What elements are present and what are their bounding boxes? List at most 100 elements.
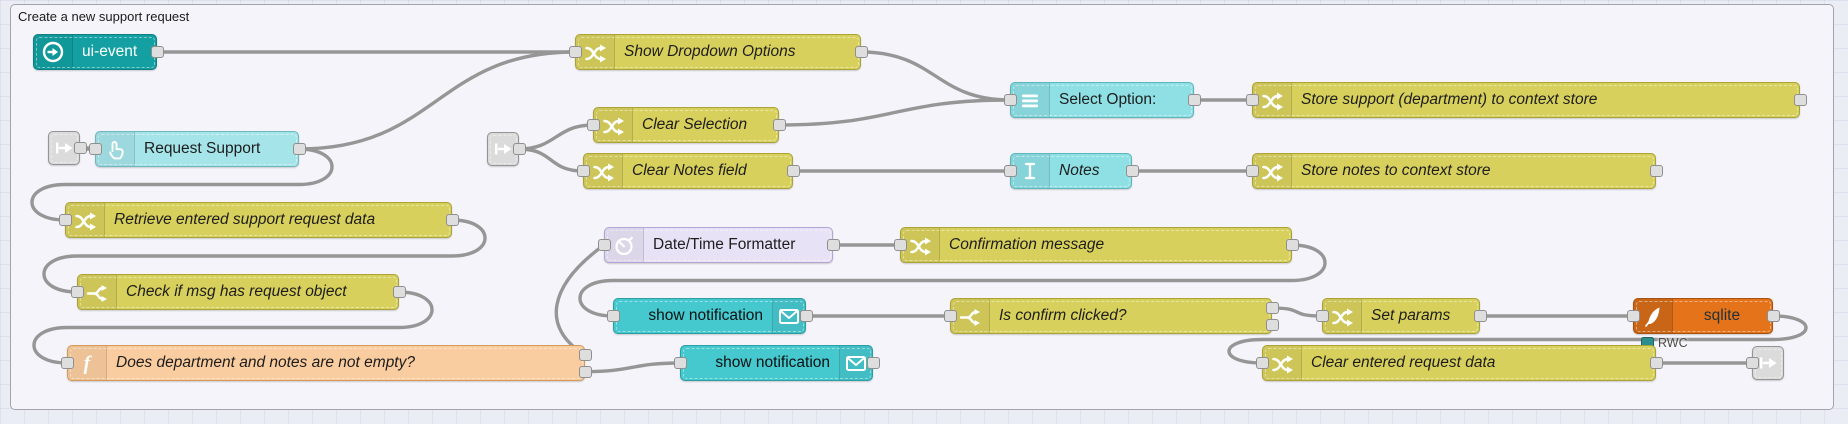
- node-label: Set params: [1371, 307, 1451, 324]
- wire-link-in-2-to-clear-notes-field[interactable]: [517, 147, 585, 173]
- node-retrieve-request-data[interactable]: Retrieve entered support request data: [65, 202, 452, 238]
- input-port-set-params[interactable]: [1315, 310, 1329, 322]
- node-is-confirm-clicked[interactable]: Is confirm clicked?: [950, 298, 1272, 334]
- wire-check-not-empty-to-show-notification-2[interactable]: [583, 361, 682, 374]
- node-label: Is confirm clicked?: [999, 307, 1127, 324]
- node-label: ui-event: [82, 43, 138, 60]
- shuffle-icon: [901, 228, 940, 262]
- node-ui-event[interactable]: ui-event: [33, 34, 157, 70]
- input-port-confirmation-message[interactable]: [893, 239, 907, 251]
- input-port-link-out-1[interactable]: [1745, 357, 1759, 369]
- shuffle-icon: [1253, 154, 1292, 188]
- output-port-is-confirm-clicked[interactable]: [1265, 318, 1279, 331]
- output-port-select-option[interactable]: [1187, 94, 1201, 106]
- input-port-store-notes[interactable]: [1245, 165, 1259, 177]
- input-port-select-option[interactable]: [1003, 94, 1017, 106]
- input-port-clear-selection[interactable]: [586, 119, 600, 131]
- output-port-clear-entered-data[interactable]: [1649, 357, 1663, 369]
- node-request-support[interactable]: Request Support: [95, 131, 299, 167]
- output-port-clear-notes-field[interactable]: [786, 165, 800, 177]
- output-port-store-notes[interactable]: [1649, 165, 1663, 177]
- node-set-params[interactable]: Set params: [1322, 298, 1480, 334]
- node-notes-field[interactable]: Notes: [1010, 153, 1132, 189]
- node-show-notification-2[interactable]: show notification: [680, 345, 873, 381]
- wire-check-request-object-to-check-not-empty[interactable]: [32, 290, 434, 365]
- shuffle-icon: [1263, 346, 1302, 380]
- output-port-show-dropdown-options[interactable]: [854, 46, 868, 58]
- input-port-show-notification-1[interactable]: [606, 310, 620, 322]
- link-icon: [1753, 347, 1783, 379]
- output-port-datetime-formatter[interactable]: [826, 239, 840, 251]
- node-store-notes[interactable]: Store notes to context store: [1252, 153, 1656, 189]
- wire-sqlite-to-clear-entered-data[interactable]: [1227, 314, 1808, 365]
- input-port-clear-entered-data[interactable]: [1255, 357, 1269, 369]
- input-port-retrieve-request-data[interactable]: [58, 214, 72, 226]
- output-port-link-in-2[interactable]: [512, 143, 526, 155]
- output-port-check-not-empty[interactable]: [578, 349, 592, 362]
- node-select-option[interactable]: Select Option:: [1010, 82, 1194, 118]
- output-port-retrieve-request-data[interactable]: [445, 214, 459, 226]
- input-port-request-support[interactable]: [88, 143, 102, 155]
- output-port-check-request-object[interactable]: [392, 286, 406, 298]
- output-port-clear-selection[interactable]: [772, 119, 786, 131]
- output-port-show-notification-2[interactable]: [866, 357, 880, 369]
- node-show-notification-1[interactable]: show notification: [613, 298, 806, 334]
- wire-retrieve-request-data-to-check-request-object[interactable]: [42, 218, 487, 294]
- wire-show-dropdown-options-to-select-option[interactable]: [859, 50, 1012, 102]
- input-port-show-notification-2[interactable]: [673, 357, 687, 369]
- output-port-show-notification-1[interactable]: [799, 310, 813, 322]
- input-port-check-request-object[interactable]: [70, 286, 84, 298]
- input-port-notes-field[interactable]: [1003, 165, 1017, 177]
- output-port-ui-event[interactable]: [150, 46, 164, 58]
- output-port-request-support[interactable]: [292, 143, 306, 155]
- node-check-request-object[interactable]: Check if msg has request object: [77, 274, 399, 310]
- arrow-circle-icon: [34, 35, 73, 69]
- input-port-clear-notes-field[interactable]: [576, 165, 590, 177]
- input-port-check-not-empty[interactable]: [60, 357, 74, 369]
- svg-text:f: f: [84, 353, 93, 375]
- output-port-sqlite[interactable]: [1766, 310, 1780, 322]
- input-port-sqlite[interactable]: [1626, 310, 1640, 322]
- switch-icon: [951, 299, 990, 333]
- shuffle-icon: [1323, 299, 1362, 333]
- wire-check-not-empty-to-datetime-formatter[interactable]: [554, 243, 606, 357]
- hamburger-icon: [1011, 83, 1050, 117]
- node-sqlite[interactable]: sqlite: [1633, 298, 1773, 334]
- wire-confirmation-message-to-show-notification-1[interactable]: [578, 243, 1327, 318]
- node-store-support[interactable]: Store support (department) to context st…: [1252, 82, 1800, 118]
- node-show-dropdown-options[interactable]: Show Dropdown Options: [575, 34, 861, 70]
- wire-link-in-1-to-request-support[interactable]: [78, 146, 97, 151]
- wire-clear-selection-to-select-option[interactable]: [777, 98, 1012, 127]
- wire-request-support-to-show-dropdown-options[interactable]: [297, 50, 577, 151]
- output-port-confirmation-message[interactable]: [1285, 239, 1299, 251]
- timer-icon: [605, 228, 644, 262]
- node-clear-notes-field[interactable]: Clear Notes field: [583, 153, 793, 189]
- output-port-set-params[interactable]: [1473, 310, 1487, 322]
- wire-request-support-to-retrieve-request-data[interactable]: [30, 147, 334, 222]
- wire-is-confirm-clicked-to-set-params[interactable]: [1270, 306, 1324, 318]
- output-port-check-not-empty[interactable]: [578, 365, 592, 378]
- output-port-notes-field[interactable]: [1125, 165, 1139, 177]
- output-port-is-confirm-clicked[interactable]: [1265, 302, 1279, 315]
- link-icon: [49, 132, 79, 164]
- shuffle-icon: [576, 35, 615, 69]
- node-clear-entered-data[interactable]: Clear entered request data: [1262, 345, 1656, 381]
- group-label: Create a new support request: [18, 9, 190, 24]
- node-label: Clear Selection: [642, 116, 748, 133]
- output-port-store-support[interactable]: [1793, 94, 1807, 106]
- output-port-link-in-1[interactable]: [73, 142, 87, 154]
- input-port-store-support[interactable]: [1245, 94, 1259, 106]
- input-port-is-confirm-clicked[interactable]: [943, 310, 957, 322]
- envelope-icon: [772, 299, 805, 333]
- feather-icon: [1634, 299, 1673, 333]
- node-datetime-formatter[interactable]: Date/Time Formatter: [604, 227, 833, 263]
- shuffle-icon: [584, 154, 623, 188]
- input-port-datetime-formatter[interactable]: [597, 239, 611, 251]
- hand-pointer-icon: [96, 132, 135, 166]
- node-label: show notification: [648, 307, 763, 324]
- node-confirmation-message[interactable]: Confirmation message: [900, 227, 1292, 263]
- node-clear-selection[interactable]: Clear Selection: [593, 107, 779, 143]
- input-port-show-dropdown-options[interactable]: [568, 46, 582, 58]
